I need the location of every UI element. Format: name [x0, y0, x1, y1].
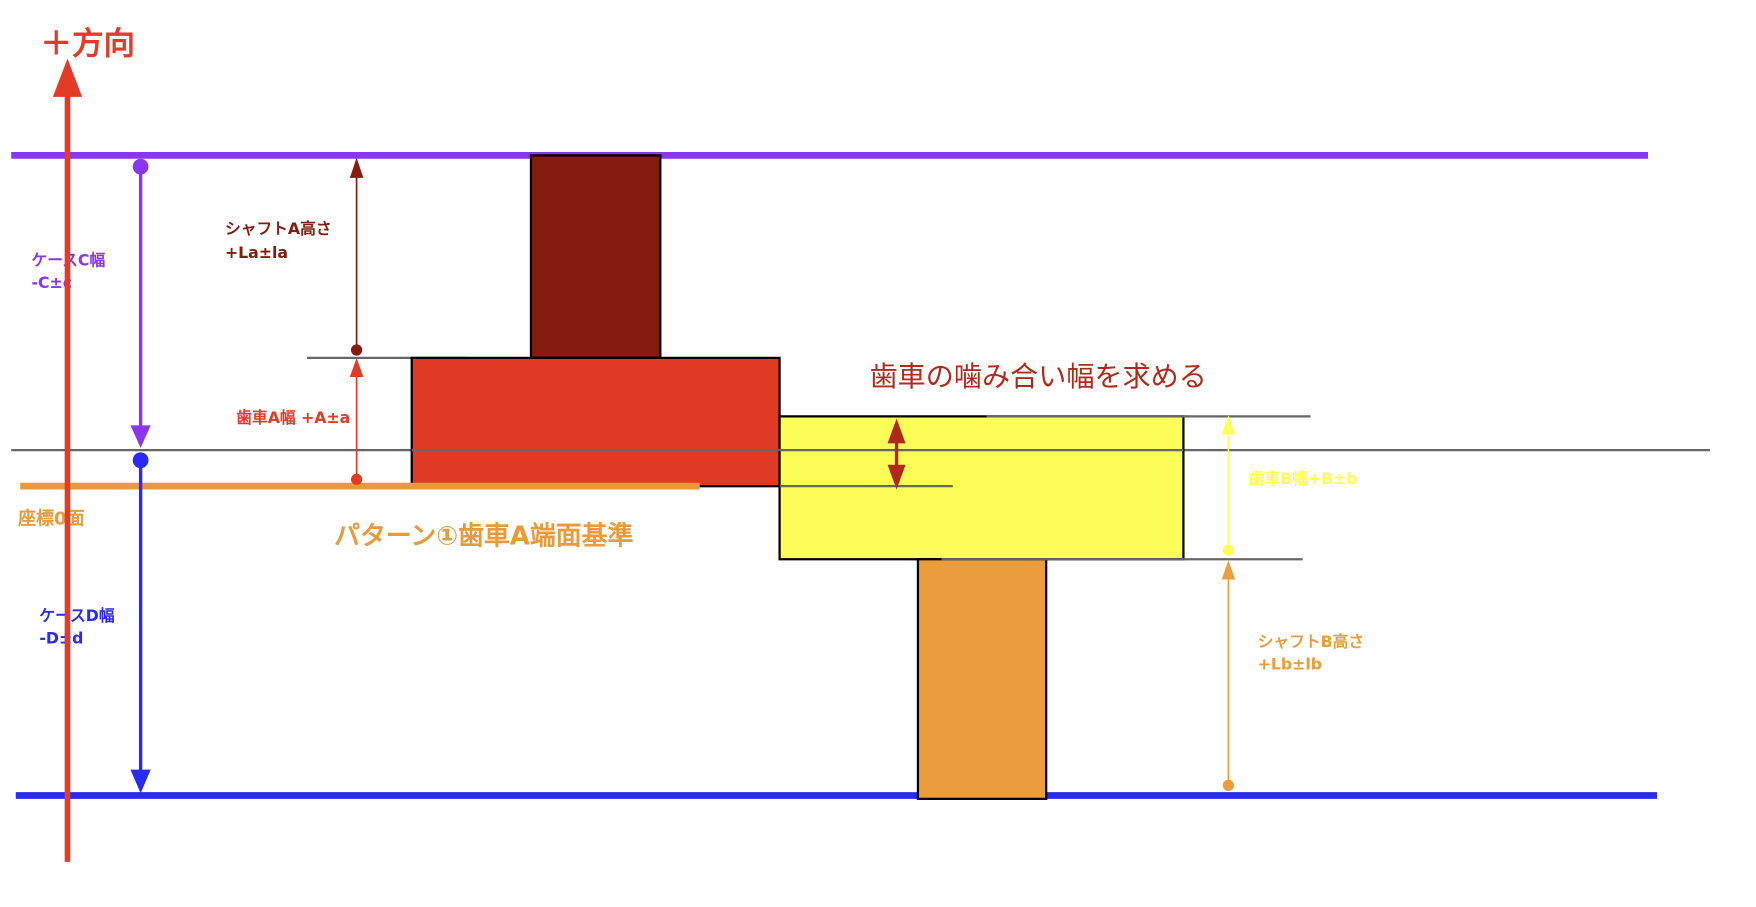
shaft-a-label: シャフトA高さ — [225, 219, 332, 238]
shaft-b-label: シャフトB高さ — [1258, 632, 1364, 651]
case-d-label: ケースD幅 — [39, 606, 114, 625]
shaft-a-value: +La±la — [225, 243, 288, 262]
case-d-value: -D±d — [39, 629, 83, 648]
case-c-dimension-arrow — [130, 158, 151, 448]
gear-a — [410, 356, 781, 488]
case-c-value: -C±c — [31, 273, 72, 292]
positive-direction-label: ＋方向 — [40, 25, 134, 62]
origin-plane-label: 座標0面 — [18, 507, 84, 529]
gear-b — [778, 415, 1185, 561]
gear-b-label: 歯車B幅+B±b — [1249, 469, 1358, 488]
case-d-dimension-arrow — [130, 452, 151, 794]
gear-a-dimension-arrow — [349, 357, 364, 485]
gear-b-dimension-arrow — [1221, 415, 1236, 556]
shaft-b-dimension-arrow — [1221, 560, 1236, 791]
shaft-b — [916, 558, 1048, 800]
shaft-a-dimension-arrow — [349, 157, 364, 356]
gear-a-label: 歯車A幅 +A±a — [236, 408, 350, 427]
goal-title: 歯車の噛み合い幅を求める — [870, 360, 1207, 393]
positive-direction-arrow — [52, 58, 83, 862]
pattern-title: パターン①歯車A端面基準 — [334, 521, 633, 552]
mesh-width-double-arrow — [887, 418, 906, 490]
shaft-b-value: +Lb±lb — [1258, 654, 1322, 673]
shaft-a — [529, 154, 662, 360]
